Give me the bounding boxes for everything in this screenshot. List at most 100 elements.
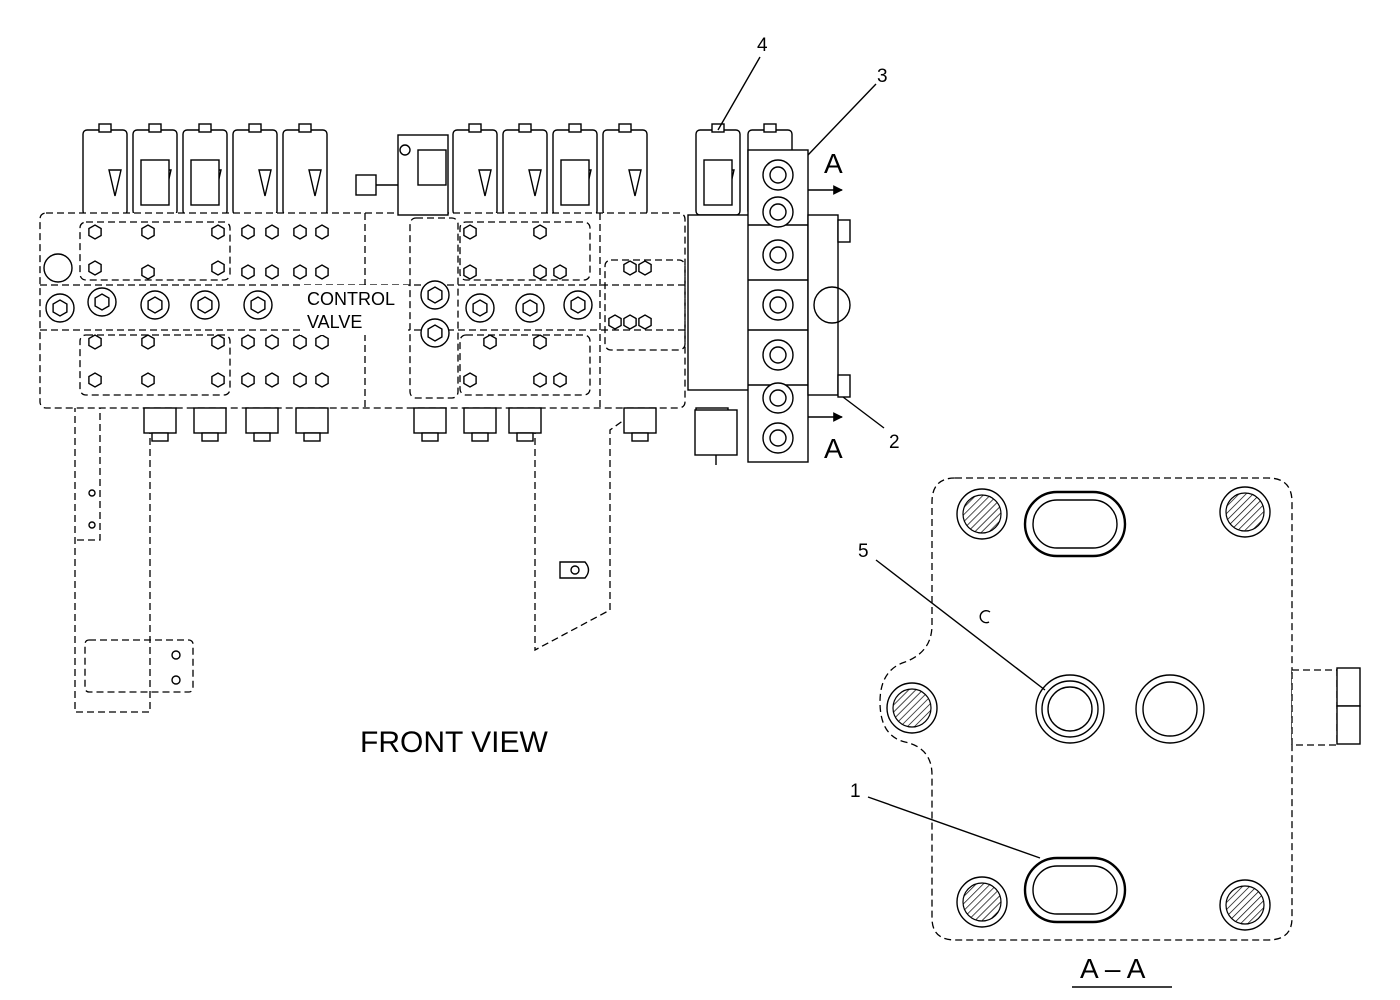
solenoid-terminal [468,123,482,133]
callout-1: 1 [850,781,861,802]
hex-bolt-icon [483,334,497,350]
port-ring-right [1135,674,1205,744]
pressure-switch [355,134,449,216]
port-plug [762,382,794,414]
hex-bolt-icon [293,224,307,240]
hex-bolt-icon [141,372,155,388]
port-plug [43,253,73,283]
hex-bolt-icon [241,264,255,280]
hex-bolt-icon [315,334,329,350]
o-ring-icon [769,296,787,314]
hex-bolt-icon [88,260,102,276]
hex-bolt-icon [211,334,225,350]
port-plug [420,280,450,310]
hex-bolt-icon [241,224,255,240]
hex-bolt-icon [211,224,225,240]
hex-bolt-icon [1225,885,1265,925]
port-plug [420,318,450,348]
hex-bolt-icon [472,299,488,317]
hex-bolt-icon [88,372,102,388]
fitting [463,407,497,434]
section-view-title: A – A [1080,953,1146,984]
port-plug [762,159,794,191]
hex-bolt-icon [265,264,279,280]
fitting [303,432,321,442]
hex-bolt-icon [463,224,477,240]
solenoid-connector [108,169,122,197]
hex-bolt-icon [703,159,733,206]
solenoid-terminal [763,123,777,133]
hex-bolt-icon [241,334,255,350]
fitting [471,432,489,442]
solenoid-connector [528,169,542,197]
valve-ports [43,253,733,348]
port-plug [190,290,220,320]
hex-bolt-icon [265,224,279,240]
port-plug [45,293,75,323]
callout-leaders [717,56,1046,859]
hex-bolt-icon [88,224,102,240]
oval-seal-top [1023,490,1127,558]
port-plug [243,290,273,320]
port-plug [563,290,593,320]
port-plug [87,287,117,317]
callout-5: 5 [858,541,869,562]
hex-bolt-icon [147,296,163,314]
hex-bolt-icon [315,372,329,388]
hex-bolt-icon [293,372,307,388]
hex-bolt-icon [211,260,225,276]
hex-bolt-icon [522,299,538,317]
solenoid-terminal [298,123,312,133]
hex-bolt-icon [553,264,567,280]
fitting [143,407,177,434]
hex-bolt-icon [892,688,932,728]
solenoid-terminal [248,123,262,133]
section-marker-bottom: A [824,433,843,464]
hex-bolt-icon [427,324,443,342]
hex-bolt-icon [533,334,547,350]
port-plug [762,339,794,371]
o-ring-icon [769,429,787,447]
section-cut-line [808,185,843,422]
port-plug [140,290,170,320]
hex-bolt-icon [241,372,255,388]
hex-bolt-icon [533,224,547,240]
hex-bolt-icon [293,264,307,280]
hex-bolt-icon [52,299,68,317]
hex-bolt-icon [623,260,637,276]
o-ring-icon [769,203,787,221]
hex-bolt-icon [190,159,220,206]
solenoid-terminal [711,123,725,133]
hex-bolt-icon [88,334,102,350]
hex-bolt-icon [463,264,477,280]
right-mounting-bracket [534,404,646,652]
hex-bolt-icon [962,494,1002,534]
hex-bolt-icon [1225,492,1265,532]
fitting [295,407,329,434]
solenoid-terminal [198,123,212,133]
section-a-a-view: A – A [879,477,1361,988]
section-marker-top: A [824,148,843,179]
solenoid-connector [308,169,322,197]
hex-bolt-icon [570,296,586,314]
port-plug [762,196,794,228]
fitting [623,407,657,434]
hex-bolt-icon [533,372,547,388]
hex-bolt-icon [140,159,170,206]
oval-seal-bottom [1023,856,1127,924]
hex-bolt-icon [533,264,547,280]
port-plug [465,293,495,323]
solenoid-terminal [618,123,632,133]
solenoid-terminal [568,123,582,133]
fitting [516,432,534,442]
o-ring-icon [769,346,787,364]
callout-4: 4 [757,35,768,56]
solenoid-terminal [518,123,532,133]
port-plug [515,293,545,323]
hex-bolt-icon [638,260,652,276]
fitting [508,407,542,434]
fitting [413,407,447,434]
fitting [151,432,169,442]
o-ring-icon [769,246,787,264]
